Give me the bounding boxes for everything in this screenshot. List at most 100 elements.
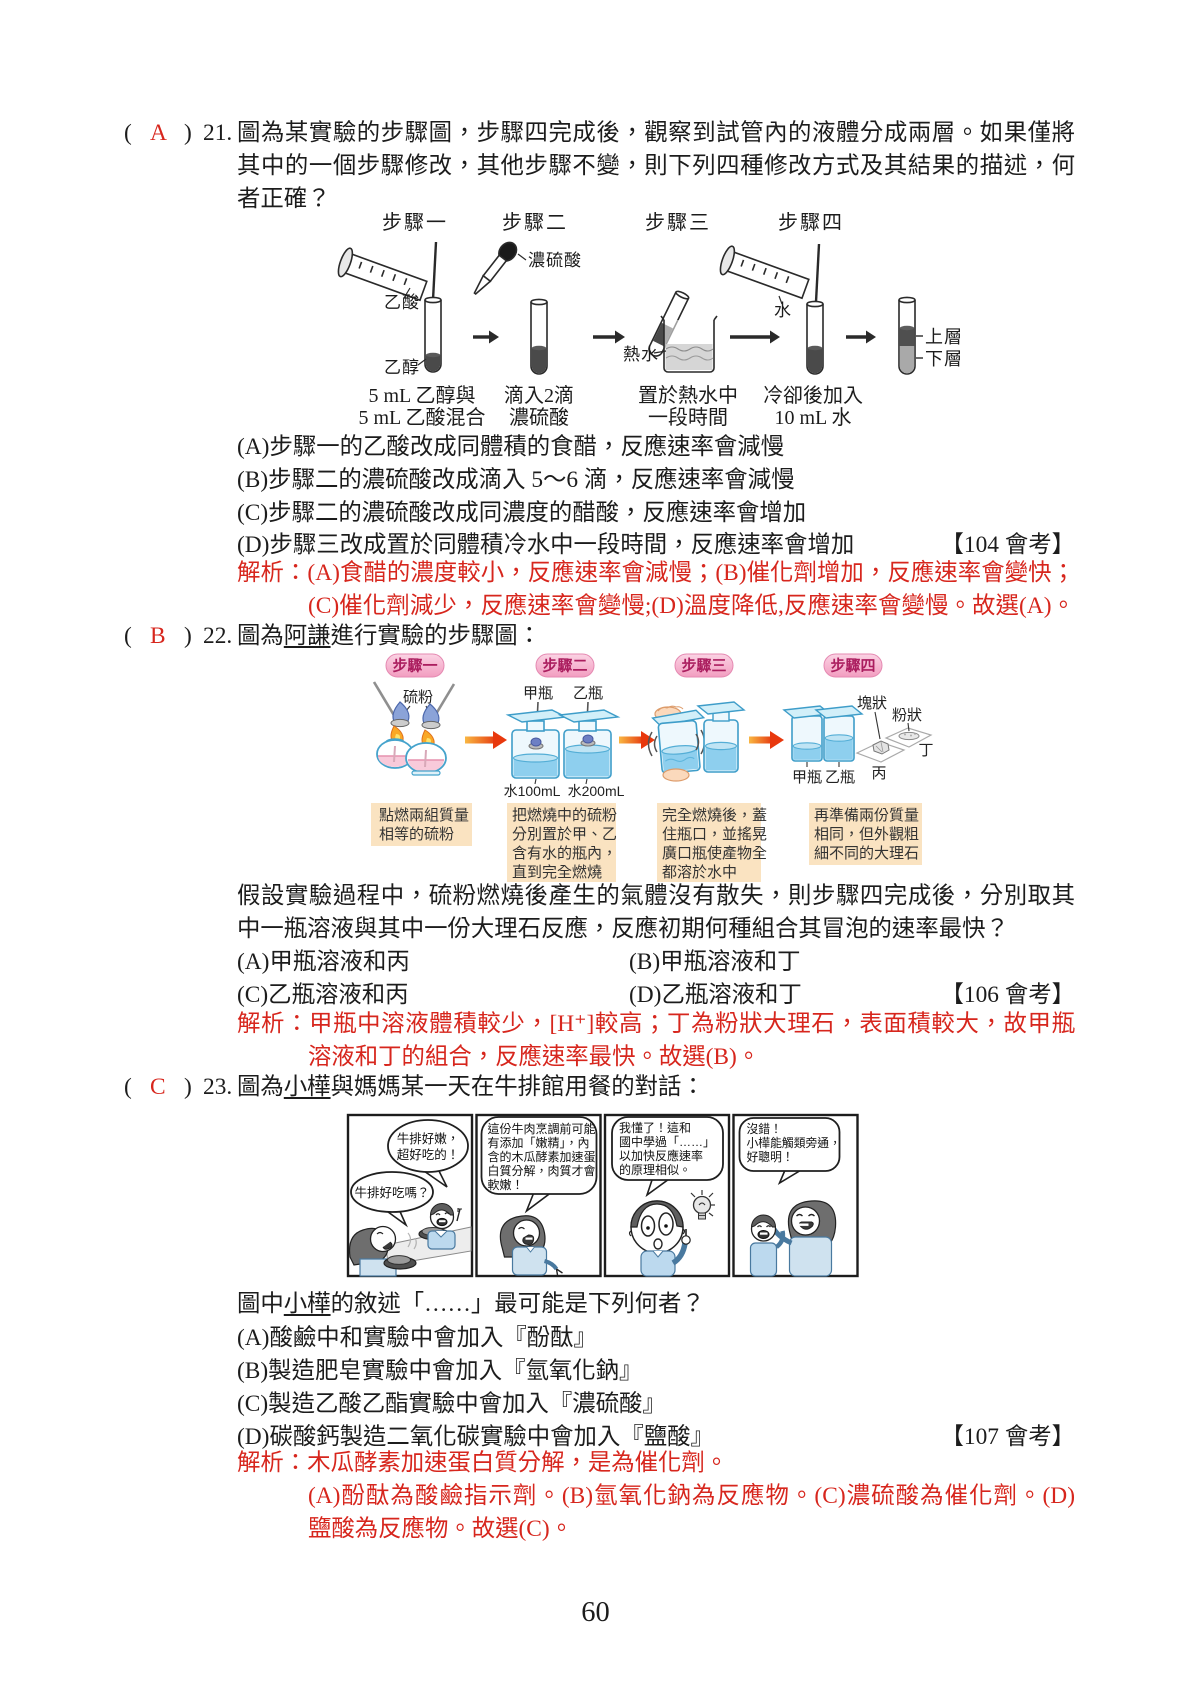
comic-p2-line1: 這份牛肉烹調前可能 bbox=[488, 1121, 596, 1136]
q21-step1-caption-2: 5 mL 乙酸混合 bbox=[358, 406, 485, 426]
q22-caption3-line4: 都溶於水中 bbox=[662, 864, 737, 881]
q23-paren-open: ( bbox=[124, 1074, 132, 1101]
q22-exam-tag: 【106 會考】 bbox=[940, 982, 1076, 1009]
q22-water-200-label: 水200mL bbox=[568, 783, 625, 799]
q23-comic-strip: 牛排好嫩， 超好吃的！ 牛排好吃嗎？ 這份牛肉烹調前可能 有添加「嫩精」，內 含… bbox=[346, 1113, 859, 1278]
q22-explanation: 解析：甲瓶中溶液體積較少，[H⁺]較高；丁為粉狀大理石，表面積較大，故甲瓶 溶液… bbox=[237, 1008, 1075, 1074]
q22-d-label: 丁 bbox=[918, 742, 933, 759]
q23-option-a: (A)酸鹼中和實驗中會加入『酚酞』 bbox=[237, 1325, 597, 1352]
q21-option-b: (B)步驟二的濃硫酸改成滴入 5～6 滴，反應速率會減慢 bbox=[237, 466, 795, 493]
q23-head-post: 與媽媽某一天在牛排館用餐的對話： bbox=[330, 1074, 705, 1101]
comic-p4-line2: 小樺能觸類旁通， bbox=[747, 1136, 841, 1150]
q21-step3-label: 步驟三 bbox=[645, 211, 711, 234]
q22-step4-drawing: 甲瓶 乙瓶 塊狀 粉狀 丙 丁 bbox=[782, 695, 934, 786]
q23-number: 23. bbox=[203, 1074, 233, 1101]
q22-step-pills: 步驟一 步驟二 步驟三 步驟四 bbox=[385, 653, 883, 678]
q21-arrow-3 bbox=[730, 330, 780, 344]
comic-p3-line2: 國中學過「……」 bbox=[619, 1134, 715, 1149]
q22-step3-drawing bbox=[647, 701, 746, 782]
comic-p2-line4: 白質分解，肉質才會 bbox=[488, 1163, 596, 1178]
q23-ask-line-row: 圖中小樺的敘述「……」最可能是下列何者？ bbox=[237, 1288, 1075, 1321]
q21-acetic-acid-label: 乙酸 bbox=[384, 293, 420, 312]
comic-p1-bubble1-line2: 超好吃的！ bbox=[397, 1147, 460, 1162]
q22-sulfur-label: 硫粉 bbox=[403, 689, 433, 706]
comic-p4-line1: 沒錯！ bbox=[747, 1122, 782, 1136]
q23-exam-tag: 【107 會考】 bbox=[940, 1423, 1076, 1450]
q22-explain-label: 解析： bbox=[237, 1011, 310, 1037]
q22-answer-letter: B bbox=[150, 623, 166, 650]
q22-step2-pill: 步驟二 bbox=[542, 658, 587, 675]
q22-bottle-a2-label: 甲瓶 bbox=[792, 769, 822, 786]
q21-explain-line1-row: 解析：(A)食醋的濃度較小，反應速率會減慢；(B)催化劑增加，反應速率會變快； bbox=[237, 557, 1075, 590]
q21-arrow-1 bbox=[473, 330, 499, 344]
q22-head-name: 阿謙 bbox=[283, 623, 331, 650]
q23-head-pre: 圖為 bbox=[237, 1074, 284, 1101]
q22-caption2-line1: 把燃燒中的硫粉 bbox=[512, 807, 617, 824]
q21-step1-drawing: 乙酸 乙醇 5 mL 乙醇與 5 mL 乙酸混合 bbox=[337, 241, 486, 426]
q21-number: 21. bbox=[203, 120, 233, 147]
q21-water-label: 水 bbox=[774, 301, 791, 320]
q21-upper-layer-label: 上層 bbox=[925, 327, 963, 347]
q23-options: (A)酸鹼中和實驗中會加入『酚酞』 (B)製造肥皂實驗中會加入『氫氧化鈉』 (C… bbox=[237, 1322, 1075, 1453]
q23-heading: 圖為小樺與媽媽某一天在牛排館用餐的對話： bbox=[237, 1071, 1075, 1104]
q21-result-tube: 上層 下層 bbox=[898, 296, 963, 375]
q22-water-100-label: 水100mL bbox=[504, 783, 561, 799]
q22-arrow-3 bbox=[749, 731, 784, 749]
comic-p2-line5: 軟嫩！ bbox=[488, 1177, 524, 1192]
q22-caption2-line4: 直到完全燃燒 bbox=[512, 864, 602, 881]
q22-step1-drawing: 硫粉 bbox=[372, 681, 456, 776]
q21-step4-drawing: 水 冷卻後加入 10 mL 水 bbox=[719, 243, 863, 426]
q22-explain-line1-row: 解析：甲瓶中溶液體積較少，[H⁺]較高；丁為粉狀大理石，表面積較大，故甲瓶 bbox=[237, 1008, 1075, 1041]
q21-option-d: (D)步驟三改成置於同體積冷水中一段時間，反應速率會增加 bbox=[237, 532, 855, 559]
q22-question-text: 假設實驗過程中，硫粉燃燒後產生的氣體沒有散失，則步驟四完成後，分別取其 中一瓶溶… bbox=[237, 880, 1075, 946]
q22-paren-open: ( bbox=[124, 623, 132, 650]
q23-head-name: 小樺 bbox=[283, 1074, 331, 1101]
q21-step3-drawing: 熱水 置於熱水中 一段時間 bbox=[623, 290, 738, 426]
q22-arrow-1 bbox=[465, 731, 507, 749]
q21-answer-marker: (A)21. bbox=[124, 117, 254, 150]
q21-step3-caption-2: 一段時間 bbox=[648, 406, 728, 426]
q21-options: (A)步驟一的乙酸改成同體積的食醋，反應速率會減慢 (B)步驟二的濃硫酸改成滴入… bbox=[237, 431, 1075, 562]
q22-explain-line2: 溶液和丁的組合，反應速率最快。故選(B)。 bbox=[308, 1043, 761, 1070]
q22-lump-label: 塊狀 bbox=[857, 695, 887, 712]
q22-step2-drawing: 甲瓶 乙瓶 水100mL 水200mL bbox=[504, 685, 625, 799]
q22-step1-pill: 步驟一 bbox=[392, 658, 437, 675]
q21-answer-letter: A bbox=[150, 120, 167, 147]
q23-option-d-row: (D)碳酸鈣製造二氧化碳實驗中會加入『鹽酸』 【107 會考】 bbox=[237, 1421, 1075, 1454]
comic-p2-line2: 有添加「嫩精」，內 bbox=[488, 1136, 590, 1150]
q22-caption3-line3: 廣口瓶使產物全 bbox=[662, 844, 767, 862]
q22-heading: 圖為阿謙進行實驗的步驟圖： bbox=[237, 620, 1075, 653]
comic-p1-bubble2-line1: 牛排好吃嗎？ bbox=[354, 1185, 429, 1200]
q23-option-d: (D)碳酸鈣製造二氧化碳實驗中會加入『鹽酸』 bbox=[237, 1423, 714, 1450]
q21-explain-line2: (C)催化劑減少，反應速率會變慢;(D)溫度降低,反應速率會變慢。故選(A)。 bbox=[308, 592, 1075, 619]
q22-bottle-b2-label: 乙瓶 bbox=[825, 769, 855, 786]
q21-step2-label: 步驟二 bbox=[502, 211, 568, 234]
q21-explain-line1: (A)食醋的濃度較小，反應速率會減慢；(B)催化劑增加，反應速率會變快； bbox=[307, 559, 1076, 586]
q22-paren-close: ) bbox=[184, 623, 192, 650]
comic-p3-line3: 以加快反應速率 bbox=[619, 1148, 703, 1163]
q21-lower-layer-label: 下層 bbox=[925, 349, 963, 369]
q23-explanation: 解析：木瓜酵素加速蛋白質分解，是為催化劑。 (A)酚酞為酸鹼指示劑。(B)氫氧化… bbox=[237, 1447, 1075, 1545]
q22-arrow-2 bbox=[619, 731, 655, 749]
comic-p4-line3: 好聰明！ bbox=[747, 1150, 794, 1164]
comic-panel-4: 沒錯！ 小樺能觸類旁通， 好聰明！ bbox=[732, 1113, 859, 1278]
q21-arrow-2 bbox=[593, 330, 625, 344]
q22-bottle-a-label: 甲瓶 bbox=[523, 685, 553, 702]
q21-h2so4-label: 濃硫酸 bbox=[528, 251, 582, 270]
q22-step3-pill: 步驟三 bbox=[681, 658, 726, 675]
q22-caption3-line1: 完全燃燒後，蓋 bbox=[662, 807, 767, 824]
q21-explanation: 解析：(A)食醋的濃度較小，反應速率會減慢；(B)催化劑增加，反應速率會變快； … bbox=[237, 557, 1075, 623]
comic-panel-2: 這份牛肉烹調前可能 有添加「嫩精」，內 含的木瓜酵素加速蛋 白質分解，肉質才會 … bbox=[475, 1113, 602, 1278]
q21-step4-caption-2: 10 mL 水 bbox=[774, 406, 851, 426]
q22-option-a: (A)甲瓶溶液和丙 bbox=[237, 949, 410, 976]
q22-caption4-line3: 細不同的大理石 bbox=[814, 845, 919, 862]
q23-ask-post: 的敘述「……」最可能是下列何者？ bbox=[330, 1291, 705, 1318]
q23-ask-line: 圖中小樺的敘述「……」最可能是下列何者？ bbox=[237, 1288, 1075, 1321]
q23-explain-label: 解析： bbox=[237, 1450, 308, 1476]
q21-step1-caption-1: 5 mL 乙醇與 bbox=[368, 384, 475, 407]
q22-caption-boxes: 點燃兩組質量 相等的硫粉 把燃燒中的硫粉 分別置於甲、乙 含有水的瓶內， 直到完… bbox=[371, 803, 922, 882]
q23-explain-line2: (A)酚酞為酸鹼指示劑。(B)氫氧化鈉為反應物。(C)濃硫酸為催化劑。(D) bbox=[308, 1482, 1075, 1509]
q22-line-1: 假設實驗過程中，硫粉燃燒後產生的氣體沒有散失，則步驟四完成後，分別取其 bbox=[237, 883, 1075, 910]
comic-p2-line3: 含的木瓜酵素加速蛋 bbox=[488, 1149, 596, 1164]
q21-arrow-4 bbox=[846, 330, 876, 344]
